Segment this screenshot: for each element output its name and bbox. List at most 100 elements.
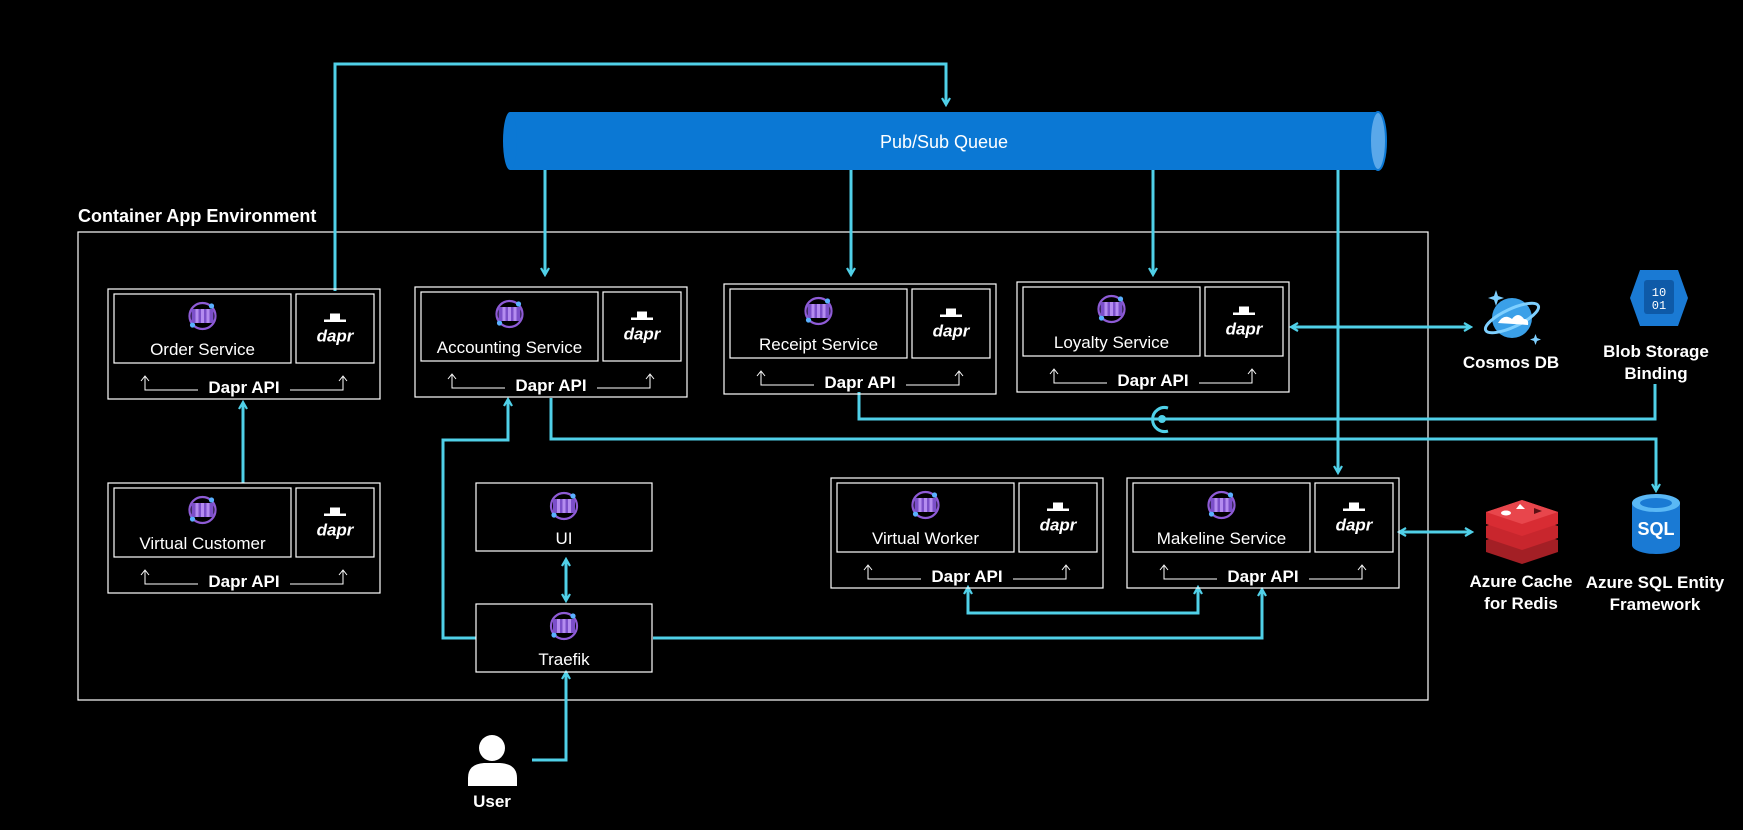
loyalty-app-box xyxy=(1022,286,1201,357)
redis-label-line2: for Redis xyxy=(1484,594,1558,613)
traefik-service[interactable]: Traefik xyxy=(475,603,653,673)
worker-container-icon xyxy=(911,490,940,520)
receipt-outer-box xyxy=(723,283,997,395)
cosmos-db-icon xyxy=(1483,290,1541,345)
order-dapr-box xyxy=(295,293,375,364)
order-dapr-api-label: Dapr API xyxy=(208,378,279,397)
sql-label-line1: Azure SQL Entity xyxy=(1586,573,1725,592)
customer-container-icon xyxy=(188,495,217,525)
svg-text:10: 10 xyxy=(1652,286,1666,300)
order-outer-box xyxy=(107,288,381,400)
receipt-dapr-hat-icon xyxy=(940,308,962,317)
worker-outer-box xyxy=(830,477,1104,589)
blob-label-line1: Blob Storage xyxy=(1603,342,1709,361)
makeline-name: Makeline Service xyxy=(1157,529,1286,548)
traefik-to-accounting-line xyxy=(441,400,508,640)
order-dapr-hat-icon xyxy=(324,313,346,322)
customer-dapr-hat-icon xyxy=(324,507,346,516)
receipt-dapr-box xyxy=(911,288,991,359)
accounting-outer-box xyxy=(414,286,688,398)
azure-cache-redis[interactable]: Azure Cache for Redis xyxy=(1470,500,1573,613)
ui-label: UI xyxy=(556,529,573,548)
queue-body xyxy=(510,112,1378,170)
ui-service[interactable]: UI xyxy=(475,482,653,552)
user[interactable]: User xyxy=(468,735,517,811)
ui-container-icon xyxy=(549,491,579,521)
makeline-container-icon xyxy=(1207,490,1236,520)
crossover-dot xyxy=(1158,415,1166,423)
blob-storage-icon: 10 01 xyxy=(1630,270,1688,326)
traefik-container-icon xyxy=(549,611,579,641)
azure-sql[interactable]: SQL Azure SQL Entity Framework xyxy=(1586,494,1725,614)
traefik-label: Traefik xyxy=(538,650,590,669)
ui-box xyxy=(475,482,653,552)
accounting-api-right-arrow xyxy=(597,373,655,389)
accounting-dapr-logo-text: dapr xyxy=(624,325,662,344)
worker-dapr-api-label: Dapr API xyxy=(931,567,1002,586)
accounting-app-box xyxy=(420,291,599,362)
cosmos-label-line1: Cosmos DB xyxy=(1463,353,1559,372)
pubsub-queue[interactable]: Pub/Sub Queue xyxy=(503,111,1387,171)
cosmos-db[interactable]: Cosmos DB xyxy=(1463,290,1559,372)
worker-makeline-line xyxy=(968,588,1198,615)
makeline-app-box xyxy=(1132,482,1311,553)
customer-api-left-arrow xyxy=(140,569,198,585)
blob-storage-binding[interactable]: 10 01 Blob Storage Binding xyxy=(1603,270,1709,383)
loyalty-dapr-logo-text: dapr xyxy=(1226,320,1264,339)
order-app-box xyxy=(113,293,292,364)
order-container-icon xyxy=(188,301,217,331)
sql-icon: SQL xyxy=(1632,494,1680,554)
environment-label: Container App Environment xyxy=(78,206,316,226)
worker-name: Virtual Worker xyxy=(872,529,979,548)
makeline-dapr-box xyxy=(1314,482,1394,553)
queue-label: Pub/Sub Queue xyxy=(880,132,1008,152)
user-head-icon xyxy=(479,735,505,761)
queue-left-cap xyxy=(503,112,517,170)
receipt-dapr-logo-text: dapr xyxy=(933,322,971,341)
loyalty-outer-box xyxy=(1016,281,1290,393)
accounting-dapr-hat-icon xyxy=(631,311,653,320)
loyalty-api-left-arrow xyxy=(1049,368,1107,384)
order-name: Order Service xyxy=(150,340,255,359)
makeline-outer-box xyxy=(1126,477,1400,589)
sql-label-line2: Framework xyxy=(1610,595,1701,614)
queue-right-cap xyxy=(1369,111,1387,171)
order-to-queue-line xyxy=(333,62,946,291)
worker-api-right-arrow xyxy=(1013,564,1071,580)
container-app-environment xyxy=(77,231,1429,701)
makeline-dapr-api-label: Dapr API xyxy=(1227,567,1298,586)
customer-name: Virtual Customer xyxy=(139,534,266,553)
customer-api-right-arrow xyxy=(290,569,348,585)
user-label: User xyxy=(473,792,511,811)
user-body-icon xyxy=(468,763,517,786)
accounting-to-sql-line xyxy=(549,398,1656,490)
svg-text:01: 01 xyxy=(1652,299,1666,313)
traefik-to-makeline-line xyxy=(653,590,1262,640)
accounting-dapr-api-label: Dapr API xyxy=(515,376,586,395)
receipt-name: Receipt Service xyxy=(759,335,878,354)
worker-api-left-arrow xyxy=(863,564,921,580)
makeline-dapr-logo-text: dapr xyxy=(1336,516,1374,535)
receipt-dapr-api-label: Dapr API xyxy=(824,373,895,392)
worker-app-box xyxy=(836,482,1015,553)
loyalty-name: Loyalty Service xyxy=(1054,333,1169,352)
makeline-dapr-hat-icon xyxy=(1343,502,1365,511)
customer-outer-box xyxy=(107,482,381,594)
accounting-dapr-box xyxy=(602,291,682,362)
receipt-app-box xyxy=(729,288,908,359)
makeline-api-left-arrow xyxy=(1159,564,1217,580)
order-api-right-arrow xyxy=(290,375,348,391)
worker-dapr-logo-text: dapr xyxy=(1040,516,1078,535)
accounting-name: Accounting Service xyxy=(437,338,583,357)
accounting-api-left-arrow xyxy=(447,373,505,389)
blob-label-line2: Binding xyxy=(1624,364,1687,383)
